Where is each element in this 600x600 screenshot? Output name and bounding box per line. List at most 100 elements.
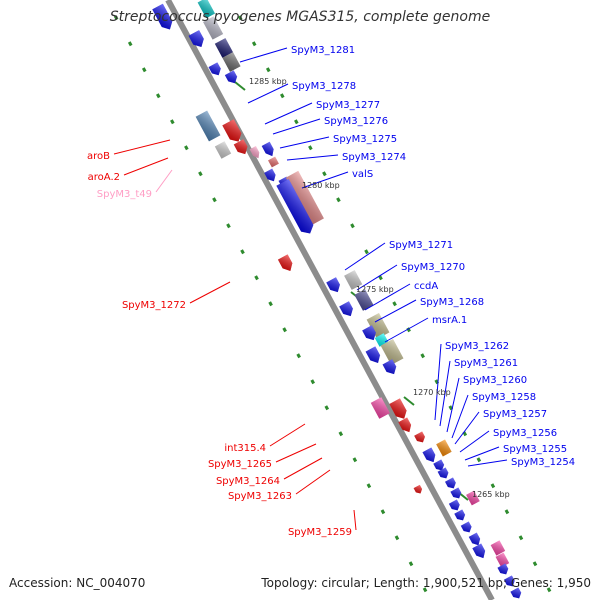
scale-dot <box>336 197 341 203</box>
leader-line <box>384 317 429 343</box>
gene-block <box>261 141 274 157</box>
gene-label: SpyM3_t49 <box>97 189 152 200</box>
leader-line <box>283 457 323 480</box>
gene-block <box>472 543 486 559</box>
gene-label: SpyM3_1277 <box>316 100 380 111</box>
gene-block <box>326 277 340 293</box>
gene-block <box>339 301 353 317</box>
leader-line <box>434 343 442 421</box>
gene-label: SpyM3_1268 <box>420 297 484 308</box>
scale-dot <box>532 561 538 567</box>
scale-dot <box>282 327 287 333</box>
gene-block <box>249 146 260 159</box>
leader-line <box>454 411 480 445</box>
gene-label: SpyM3_1256 <box>493 428 557 439</box>
gene-label: SpyM3_1260 <box>463 375 527 386</box>
right-labels: SpyM3_1281SpyM3_1278SpyM3_1277SpyM3_1276… <box>291 45 575 468</box>
gene-block <box>413 484 423 494</box>
gene-block <box>344 270 363 290</box>
gene-label: SpyM3_1278 <box>292 81 356 92</box>
gene-label: SpyM3_1258 <box>472 392 536 403</box>
gene-block <box>448 499 460 511</box>
gene-label: SpyM3_1265 <box>208 459 272 470</box>
gene-label: SpyM3_1259 <box>288 527 352 538</box>
gene-block <box>468 532 481 546</box>
gene-block <box>466 490 480 506</box>
genome-summary-text: Topology: circular; Length: 1,900,521 bp… <box>261 576 591 590</box>
gene-label: SpyM3_1255 <box>503 444 567 455</box>
gene-features <box>152 0 522 599</box>
leader-line <box>446 377 460 433</box>
leader-line <box>279 136 330 149</box>
leader-line <box>155 169 173 193</box>
scale-dot <box>364 249 369 255</box>
gene-label: SpyM3_1270 <box>401 262 465 273</box>
gene-block <box>490 540 506 556</box>
scale-dot <box>392 301 397 307</box>
gene-block <box>382 359 397 375</box>
gene-block <box>366 312 390 340</box>
scale-label: 1265 kbp <box>472 490 510 499</box>
scale-dot <box>366 483 372 489</box>
gene-label: SpyM3_1263 <box>228 491 292 502</box>
scale-dot <box>338 431 344 437</box>
gene-block <box>224 70 238 84</box>
gene-block <box>454 509 466 521</box>
gene-label: SpyM3_1261 <box>454 358 518 369</box>
gene-block <box>380 338 404 366</box>
scale-dot <box>296 353 301 359</box>
gene-block <box>398 417 412 433</box>
gene-block <box>370 397 390 419</box>
scale-dot <box>170 119 175 125</box>
scale-dot <box>308 145 313 151</box>
leader-line <box>189 281 231 304</box>
scale-dot <box>226 223 231 229</box>
scale-dot <box>422 587 428 593</box>
gene-block <box>197 0 215 19</box>
gene-label: SpyM3_1254 <box>511 457 575 468</box>
scale-dot <box>546 587 552 593</box>
gene-block <box>436 439 452 457</box>
gene-label: SpyM3_1272 <box>122 300 186 311</box>
gene-block <box>264 168 276 182</box>
leader-line <box>467 459 508 467</box>
scale-dot <box>408 561 414 567</box>
gene-label: aroA.2 <box>88 172 120 183</box>
gene-label: ccdA <box>414 281 438 292</box>
left-labels: aroBaroA.2SpyM3_t49SpyM3_1272int315.4Spy… <box>87 151 352 538</box>
gene-label: SpyM3_1257 <box>483 409 547 420</box>
scale-dot <box>240 249 245 255</box>
gene-block <box>188 30 204 48</box>
gene-label: aroB <box>87 151 110 162</box>
leader-line <box>275 443 317 463</box>
leader-line <box>123 157 169 176</box>
scale-dot <box>394 535 400 541</box>
gene-block <box>495 552 510 568</box>
scale-dot <box>237 15 243 21</box>
leader-line <box>353 509 357 531</box>
gene-label: SpyM3_1276 <box>324 116 388 127</box>
gene-block <box>152 3 173 30</box>
label-leaders <box>113 47 508 531</box>
scale-dot <box>198 171 203 177</box>
accession-text: Accession: NC_004070 <box>9 576 146 590</box>
gene-block <box>222 119 242 142</box>
scale-dot <box>268 301 273 307</box>
gene-label: SpyM3_1262 <box>445 341 509 352</box>
scale-dot <box>518 535 524 541</box>
gene-block <box>365 346 381 364</box>
leader-line <box>247 83 289 104</box>
leader-line <box>264 102 313 125</box>
gene-block <box>433 459 445 471</box>
leader-line <box>344 242 386 271</box>
leader-line <box>269 423 306 447</box>
leader-line <box>286 154 339 161</box>
leader-line <box>439 360 451 427</box>
gene-block <box>276 179 314 234</box>
scale-dot <box>251 41 257 47</box>
scale-dot <box>310 379 315 385</box>
gene-block <box>497 563 509 575</box>
scale-dot <box>322 171 327 177</box>
